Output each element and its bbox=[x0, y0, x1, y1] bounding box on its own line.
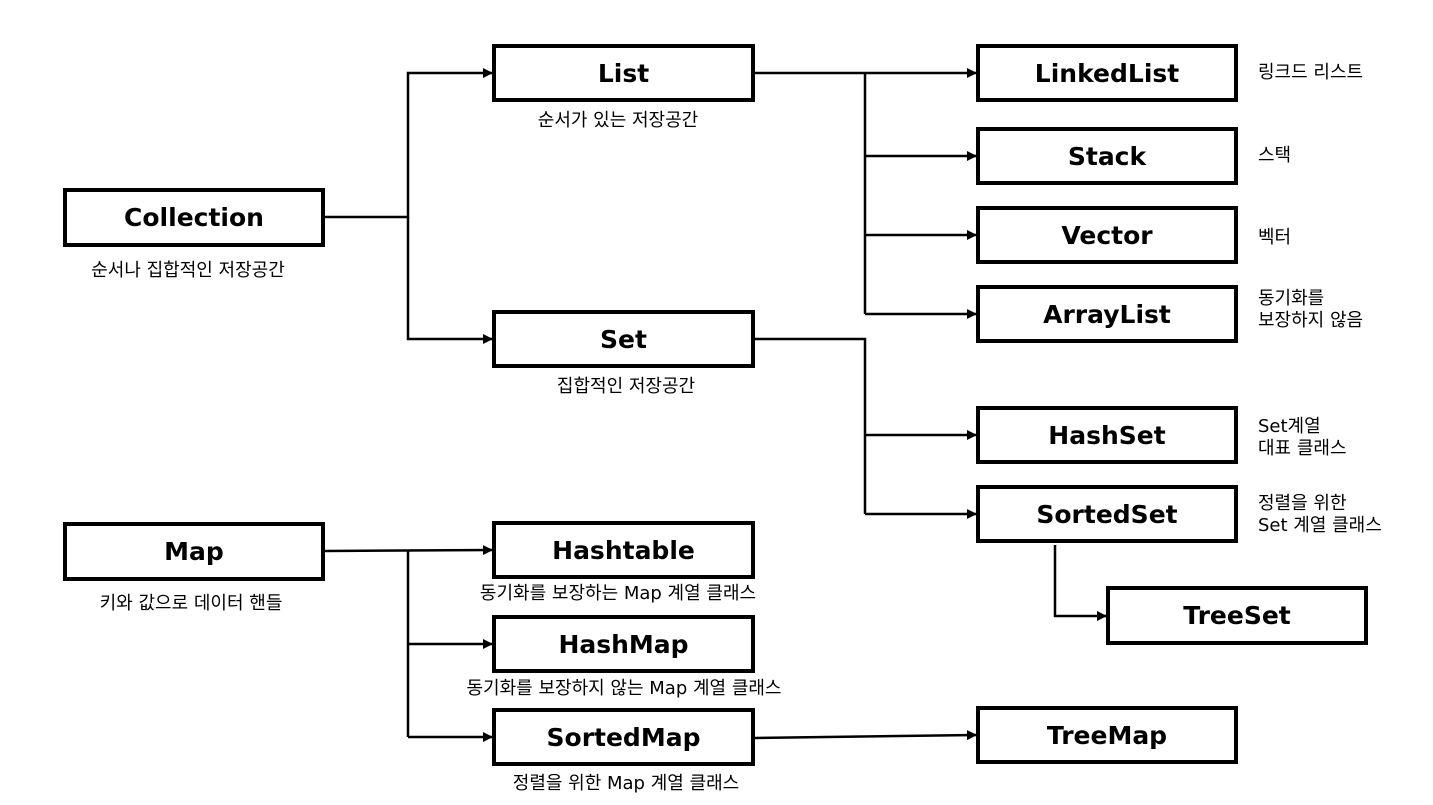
collection-caption: 순서나 집합적인 저장공간 bbox=[91, 260, 285, 281]
arraylist-node: ArrayList bbox=[976, 285, 1238, 343]
sortedmap-node: SortedMap bbox=[492, 708, 755, 766]
arraylist-note-line-2: 보장하지 않음 bbox=[1258, 310, 1364, 331]
list-caption: 순서가 있는 저장공간 bbox=[537, 110, 699, 131]
set-node: Set bbox=[492, 310, 755, 368]
sortedset-note-line-1: 정렬을 위한 bbox=[1258, 493, 1347, 514]
hashset-node: HashSet bbox=[976, 406, 1238, 464]
sortedset-note: 정렬을 위한 Set 계열 클래스 bbox=[1258, 493, 1382, 537]
edge-sortedset-treeset bbox=[1053, 545, 1107, 621]
hashset-note: Set계열 대표 클래스 bbox=[1258, 416, 1347, 460]
hashset-note-line-1: Set계열 bbox=[1258, 416, 1321, 437]
arraylist-note-line-1: 동기화를 bbox=[1258, 288, 1325, 309]
stack-node: Stack bbox=[976, 127, 1238, 185]
hashmap-caption: 동기화를 보장하지 않는 Map 계열 클래스 bbox=[466, 678, 782, 699]
linkedlist-note-line: 링크드 리스트 bbox=[1258, 62, 1364, 83]
edge-set-trunk bbox=[755, 337, 867, 514]
hashtable-node: Hashtable bbox=[492, 521, 755, 579]
hashset-note-line-2: 대표 클래스 bbox=[1258, 438, 1347, 459]
edge-collection-set bbox=[406, 217, 493, 344]
sortedset-note-line-2: Set 계열 클래스 bbox=[1258, 515, 1382, 536]
sortedmap-caption: 정렬을 위한 Map 계열 클래스 bbox=[512, 773, 740, 794]
stack-note: 스택 bbox=[1258, 145, 1291, 167]
linkedlist-node: LinkedList bbox=[976, 44, 1238, 102]
edge-sortedmap-treemap bbox=[754, 730, 977, 741]
sortedset-node: SortedSet bbox=[976, 485, 1238, 543]
treeset-node: TreeSet bbox=[1106, 586, 1368, 645]
list-node: List bbox=[492, 44, 755, 102]
map-node: Map bbox=[63, 522, 325, 581]
vector-node: Vector bbox=[976, 206, 1238, 264]
hashmap-node: HashMap bbox=[492, 615, 755, 673]
stack-note-line: 스택 bbox=[1258, 145, 1292, 166]
vector-note-line: 벡터 bbox=[1258, 227, 1292, 248]
set-caption: 집합적인 저장공간 bbox=[556, 376, 696, 397]
treemap-node: TreeMap bbox=[976, 706, 1238, 764]
map-caption: 키와 값으로 데이터 핸들 bbox=[99, 593, 283, 614]
linkedlist-note: 링크드 리스트 bbox=[1258, 62, 1363, 84]
collection-node: Collection bbox=[63, 188, 325, 247]
edge-map-hashtable bbox=[324, 545, 493, 556]
edge-collection-list bbox=[325, 68, 493, 219]
vector-note: 벡터 bbox=[1258, 227, 1291, 249]
arraylist-note: 동기화를 보장하지 않음 bbox=[1258, 288, 1363, 332]
hashtable-caption: 동기화를 보장하는 Map 계열 클래스 bbox=[479, 583, 757, 604]
